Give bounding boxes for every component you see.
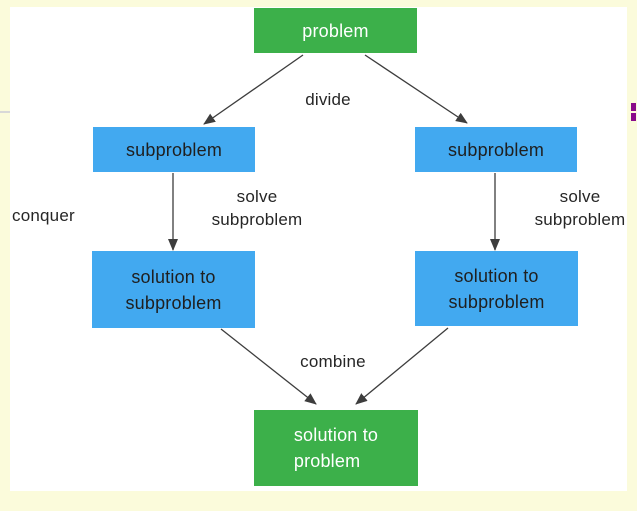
node-solution-subproblem-right: solution to subproblem [415, 251, 578, 326]
node-problem: problem [254, 8, 417, 53]
node-solution-subproblem-left-label: solution to subproblem [92, 264, 255, 316]
line-2: subproblem [448, 291, 545, 312]
node-solution-problem: solution to problem [254, 410, 418, 486]
node-subproblem-left-label: subproblem [125, 139, 223, 160]
label-conquer: conquer [12, 206, 75, 225]
line-2: subproblem [125, 292, 222, 313]
line-1: solution to [454, 265, 539, 286]
line-2: subproblem [534, 210, 626, 229]
label-solve-subproblem-left: solve subproblem [197, 185, 317, 231]
node-problem-label: problem [302, 20, 369, 41]
node-solution-subproblem-right-label: solution to subproblem [415, 263, 578, 315]
label-combine: combine [300, 352, 366, 371]
line-1: solution to [293, 425, 379, 445]
node-subproblem-right-label: subproblem [447, 139, 545, 160]
line-1: solution to [131, 266, 216, 287]
line-2: subproblem [211, 210, 303, 229]
node-subproblem-right: subproblem [415, 127, 577, 172]
label-divide: divide [305, 90, 351, 109]
purple-mark-bottom [631, 112, 636, 121]
purple-mark-top [631, 103, 636, 111]
left-edge-divider-line [0, 111, 10, 113]
node-solution-problem-label: solution to problem [294, 422, 378, 474]
right-edge-purple-marker [631, 103, 636, 121]
line-2: problem [293, 451, 361, 471]
node-subproblem-left: subproblem [93, 127, 255, 172]
node-solution-subproblem-left: solution to subproblem [92, 251, 255, 328]
line-1: solve [559, 187, 601, 206]
line-1: solve [236, 187, 278, 206]
label-solve-subproblem-right: solve subproblem [520, 185, 637, 231]
